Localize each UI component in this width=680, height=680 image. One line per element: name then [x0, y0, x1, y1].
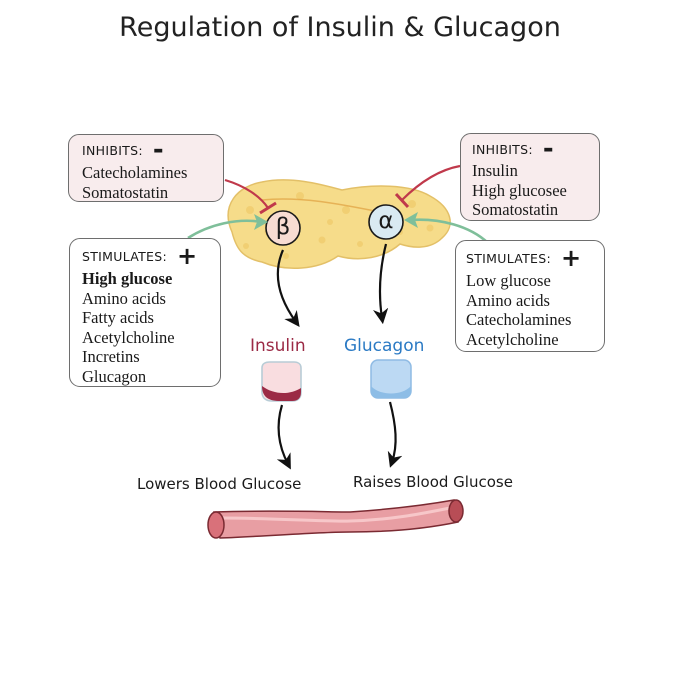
- glucagon-vial-icon: [370, 359, 412, 399]
- list-item: Low glucose: [466, 271, 551, 290]
- right-stimulates-box: Stimulates: + Low glucose Amino acids Ca…: [455, 240, 605, 352]
- insulin-label: Insulin: [250, 336, 306, 356]
- diagram-title: Regulation of Insulin & Glucagon: [119, 12, 561, 43]
- glucagon-to-effect-arrow: [387, 401, 403, 468]
- beta-cell-label: β: [275, 214, 291, 240]
- alpha-to-glucagon-arrow: [372, 243, 389, 325]
- plus-sign: +: [177, 242, 198, 270]
- alpha-cell-label: α: [378, 208, 394, 234]
- list-item: High glucose: [82, 269, 173, 288]
- list-item: Incretins: [82, 347, 140, 366]
- left-stimulates-list: High glucose Amino acids Fatty acids Ace…: [82, 269, 220, 386]
- stimulate-arrow-right: [404, 212, 489, 244]
- insulin-to-effect-arrow: [276, 404, 291, 470]
- right-inhibits-heading: Inhibits:: [472, 141, 533, 157]
- left-stimulates-heading: Stimulates:: [82, 248, 168, 264]
- glucagon-effect-label: Raises Blood Glucose: [353, 473, 513, 491]
- list-item: Glucagon: [82, 366, 147, 386]
- list-item: Amino acids: [466, 290, 550, 310]
- minus-sign: -: [542, 134, 554, 164]
- stimulate-arrow-left: [187, 214, 268, 240]
- left-inhibits-list: Catecholamines Somatostatin: [82, 163, 223, 202]
- left-stimulates-box: Stimulates: + High glucose Amino acids F…: [69, 238, 221, 387]
- left-inhibits-heading: Inhibits:: [82, 142, 143, 158]
- right-inhibits-list: Insulin High glucosee Somatostatin: [472, 161, 599, 220]
- beta-cell-circle: [265, 210, 301, 246]
- list-item: Insulin: [472, 161, 518, 180]
- right-inhibits-box: Inhibits: - Insulin High glucosee Somato…: [460, 133, 600, 221]
- alpha-cell-circle: [368, 204, 404, 240]
- inhibit-arrow-right: [394, 164, 461, 209]
- beta-to-insulin-arrow: [276, 249, 300, 327]
- list-item: Acetylcholine: [466, 329, 559, 349]
- insulin-effect-label: Lowers Blood Glucose: [137, 475, 302, 493]
- list-item: Catecholamines: [82, 163, 188, 182]
- blood-vessel-illustration: [207, 499, 464, 539]
- left-inhibits-box: Inhibits: - Catecholamines Somatostatin: [68, 134, 224, 202]
- insulin-vial-icon: [261, 361, 302, 402]
- list-item: Catecholamines: [466, 310, 572, 329]
- list-item: Somatostatin: [82, 182, 169, 202]
- pancreas-illustration: [227, 179, 451, 269]
- list-item: Amino acids: [82, 288, 166, 308]
- right-stimulates-list: Low glucose Amino acids Catecholamines A…: [466, 271, 604, 349]
- glucagon-label: Glucagon: [344, 336, 425, 356]
- list-item: Fatty acids: [82, 308, 154, 327]
- minus-sign: -: [152, 135, 164, 165]
- inhibit-arrow-left: [224, 178, 277, 215]
- list-item: Acetylcholine: [82, 327, 175, 347]
- list-item: High glucosee: [472, 180, 567, 200]
- plus-sign: +: [561, 244, 582, 272]
- right-stimulates-heading: Stimulates:: [466, 250, 552, 266]
- list-item: Somatostatin: [472, 200, 559, 219]
